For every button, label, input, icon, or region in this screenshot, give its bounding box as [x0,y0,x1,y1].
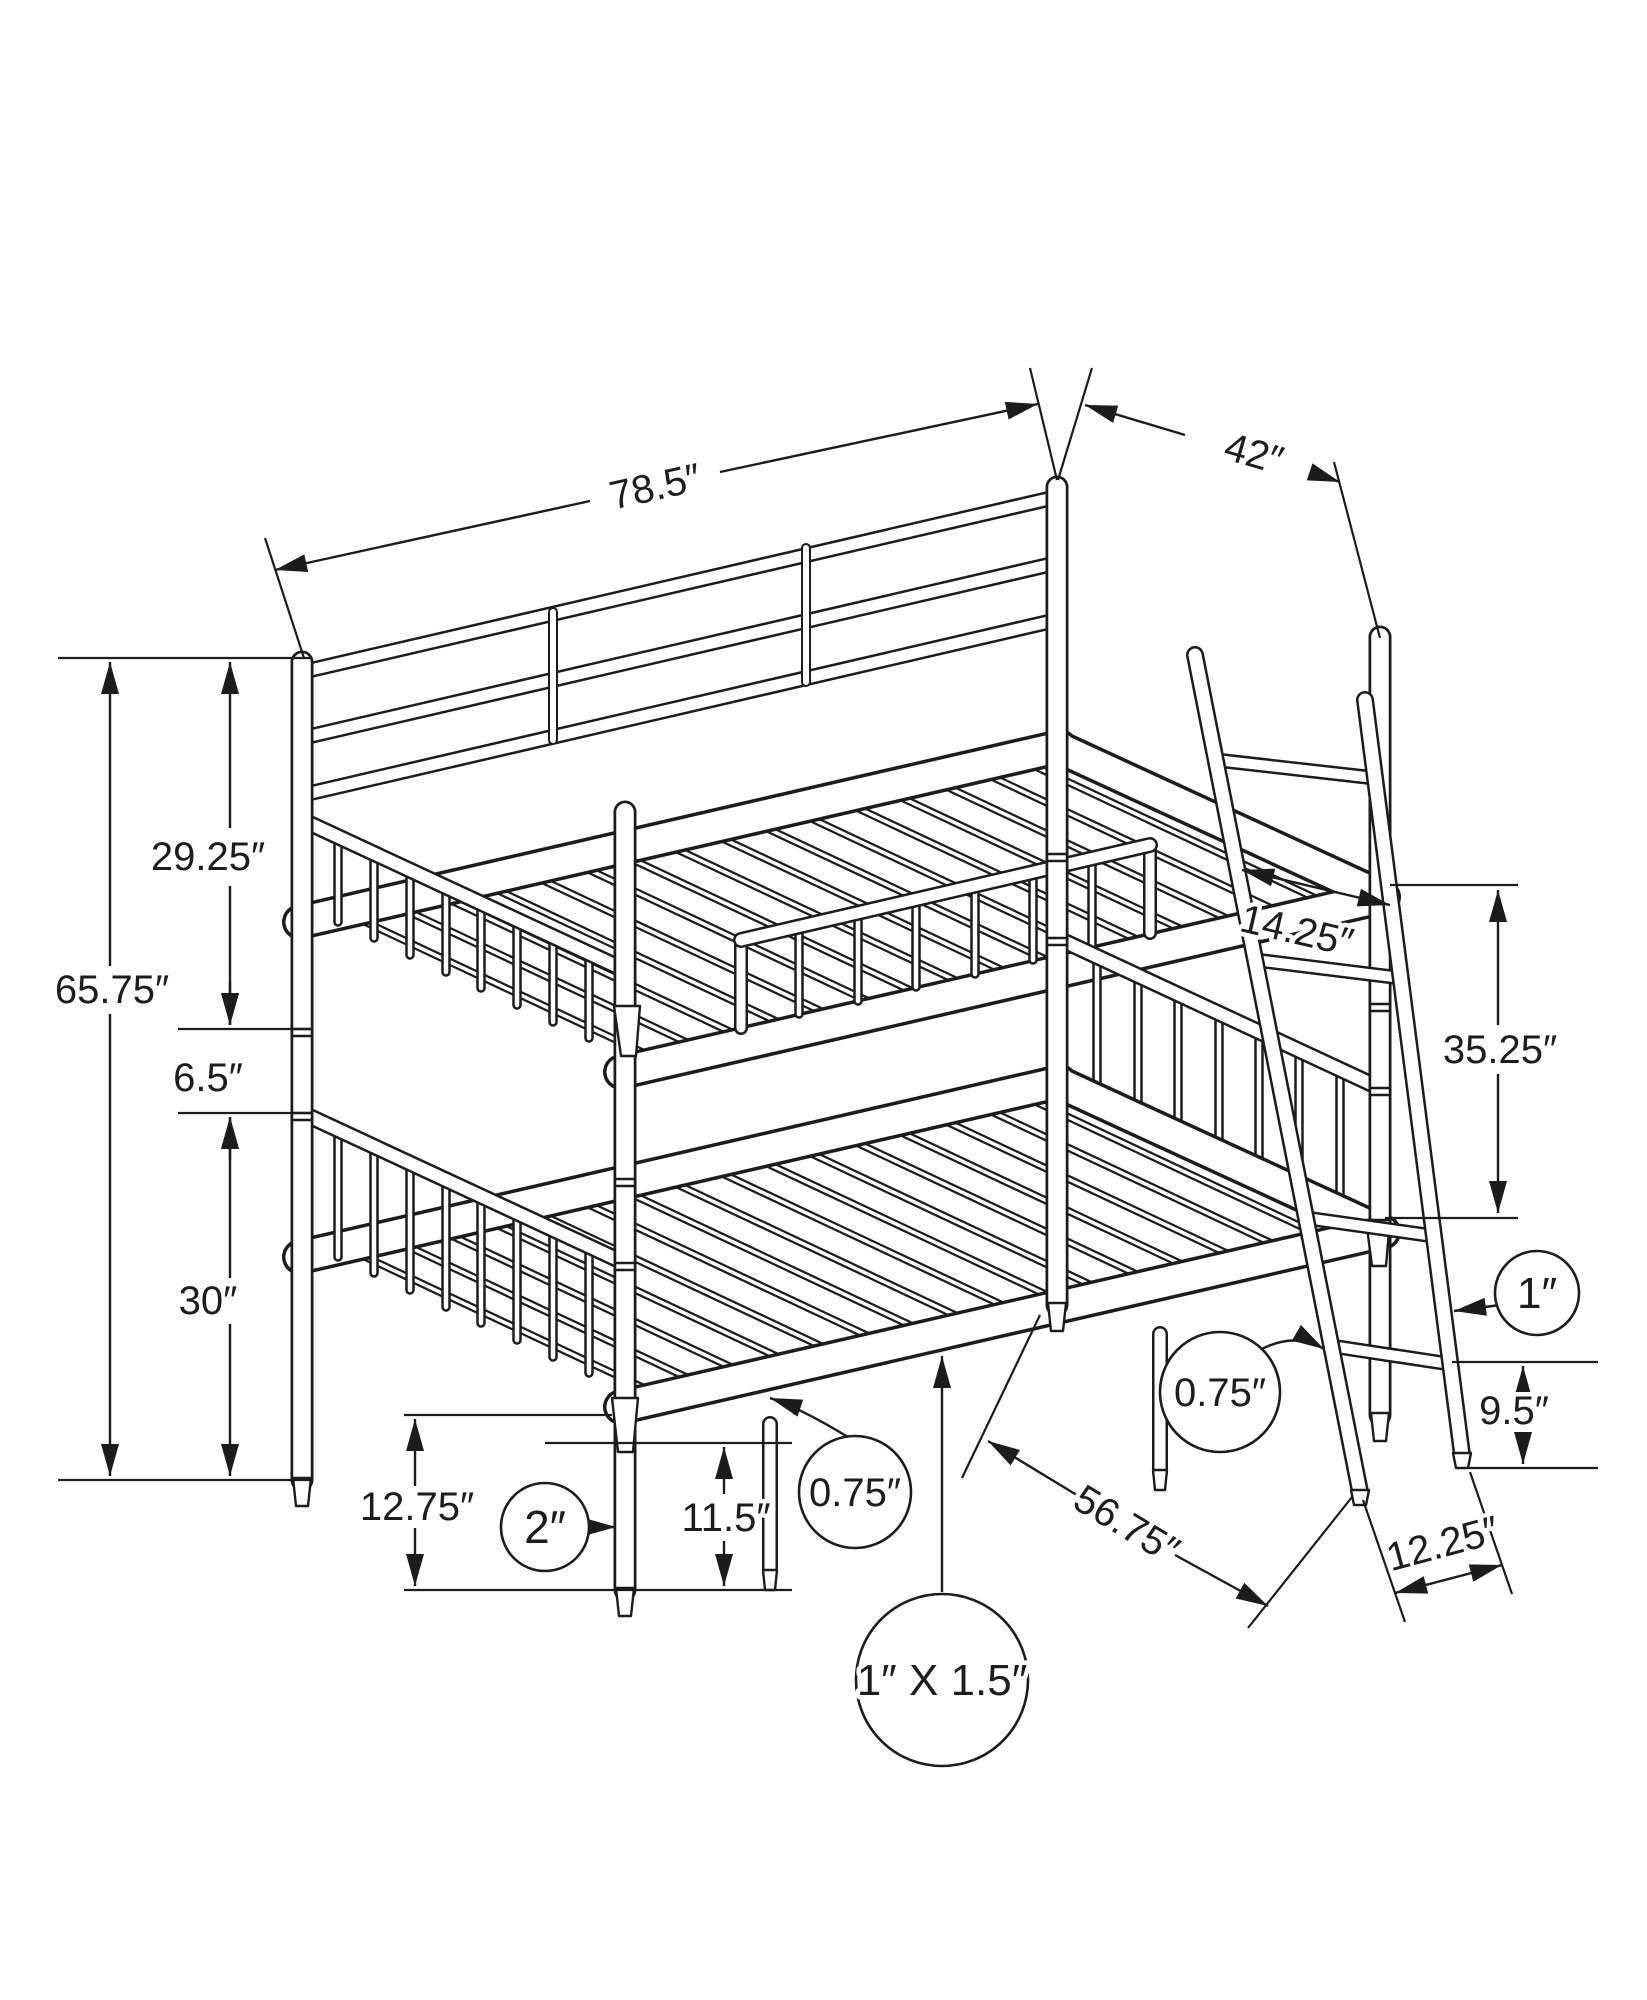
dim-ladder-foot-height: 9.5″ [1475,1366,1553,1464]
callout-ladder-tube-diameter-label: 1″ [1517,1269,1557,1318]
callout-ladder-tube-diameter: 1″ [1453,1249,1581,1337]
bed-drawing [282,475,1473,1618]
callout-slat-profile: 1″ X 1.5″ [852,1356,1032,1768]
dim-length: 78.5″ [274,401,1039,572]
dim-bunk-gap: 6.5″ [169,982,247,1160]
dim-overall-height: 65.75″ [50,662,174,1476]
callout-frame-tube-diameter-label: 0.75″ [809,1471,901,1515]
bed-feet [291,1301,1391,1618]
dim-ladder-foot-offset: 12.25″ [1377,1503,1508,1595]
callout-rung-tube-diameter: 0.75″ [1158,1325,1325,1454]
upper-foot-guard-rail [293,811,634,1043]
ladder-feet [1349,1451,1473,1507]
dim-overall-height-label: 65.75″ [55,968,169,1012]
dim-bunk-gap-label: 6.5″ [173,1056,243,1100]
dim-ladder-foot-height-label: 9.5″ [1479,1389,1549,1433]
bed-posts [290,475,1392,1602]
dim-width-label: 42″ [1219,425,1288,483]
ladder [1186,646,1473,1507]
dim-lower-section-height: 30″ [174,1117,242,1476]
dim-frame-floor-clearance: 12.75″ [355,1419,479,1586]
dim-deck-length: 56.75″ [987,1439,1269,1608]
dim-deck-length-label: 56.75″ [1066,1477,1187,1574]
lower-bunk-frame [282,1064,1401,1425]
frame-brackets [610,1004,1392,1454]
lower-head-guard-rail [1048,929,1389,1201]
dim-ladder-span-height: 35.25″ [1438,890,1562,1213]
callout-frame-tube-diameter: 0.75″ [769,1396,913,1550]
callout-rung-tube-diameter-label: 0.75″ [1174,1371,1266,1415]
dim-ladder-span-height-label: 35.25″ [1443,1028,1557,1072]
dim-upper-guard-height-label: 29.25″ [151,835,265,879]
dimension-annotations: 78.5″ 42″ 65.75″ 29.25″ 6.5″ [50,367,1598,1768]
dim-upper-guard-height: 29.25″ [146,662,270,1025]
upper-front-guard-rail [733,837,1158,1035]
upper-back-guard-rail [294,489,1065,803]
dim-length-label: 78.5″ [606,456,705,519]
callout-slat-profile-label: 1″ X 1.5″ [857,1656,1028,1705]
dim-frame-floor-clearance-label: 12.75″ [360,1485,474,1529]
dim-underbed-clearance-label: 11.5″ [681,1496,770,1540]
lower-foot-guard-rail [293,1104,634,1378]
callout-post-diameter: 2″ [499,1481,616,1573]
dim-width: 42″ [1084,403,1341,488]
dim-underbed-clearance: 11.5″ [677,1447,775,1586]
callout-post-diameter-label: 2″ [524,1501,566,1553]
extension-lines [58,367,1598,1629]
dim-lower-section-height-label: 30″ [179,1279,238,1323]
